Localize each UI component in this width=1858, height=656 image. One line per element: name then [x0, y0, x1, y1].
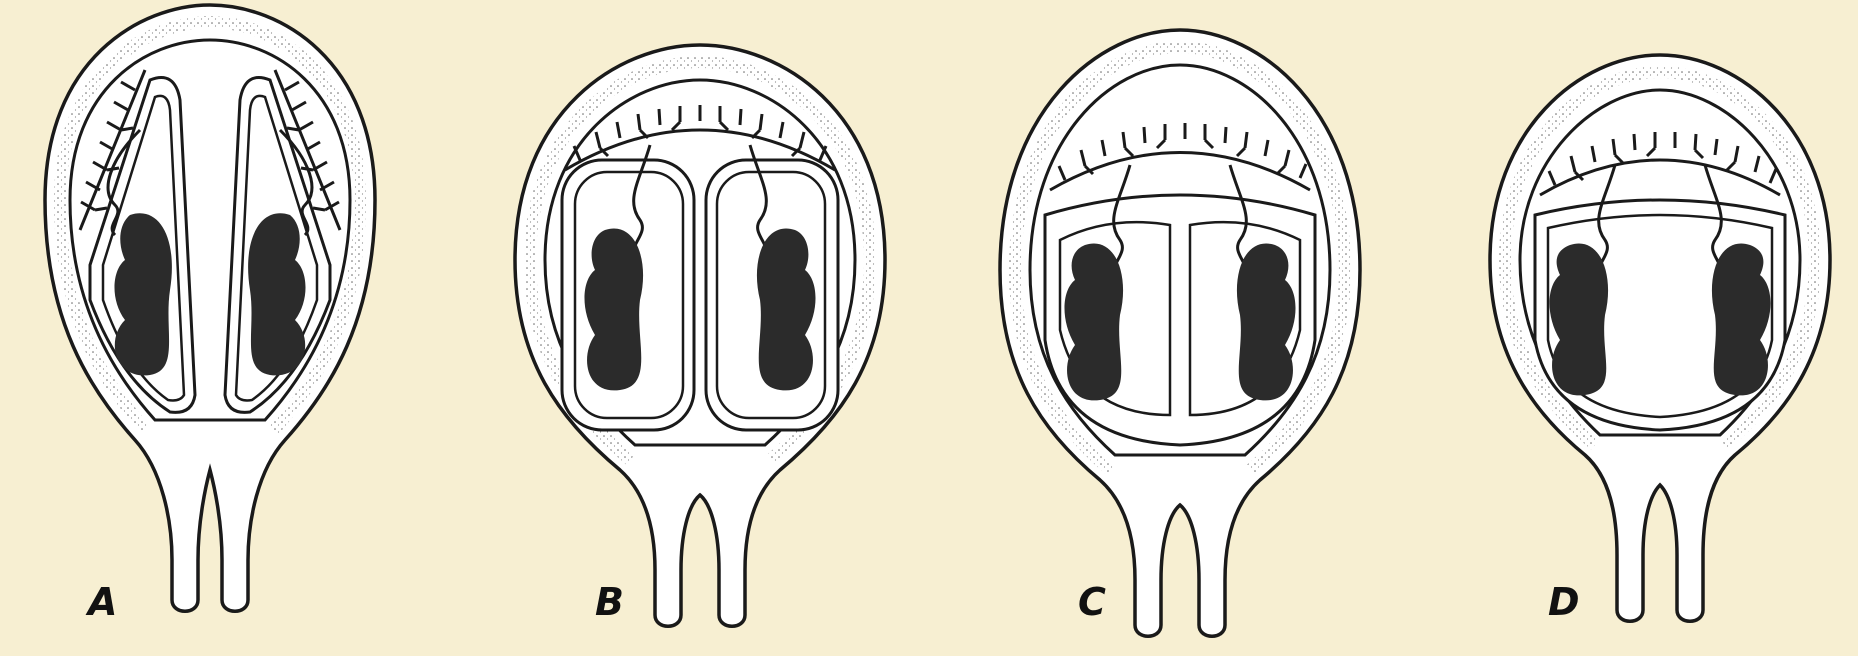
panel-label-b: B	[595, 580, 624, 624]
fetus-right	[757, 228, 816, 390]
panel-label-c: C	[1078, 580, 1106, 624]
fetus-right	[248, 213, 305, 375]
panel-d: D	[1490, 55, 1830, 624]
panel-a: A	[45, 5, 375, 624]
fetus-left	[114, 213, 171, 375]
panel-label-d: D	[1548, 580, 1580, 624]
fetus-right	[1712, 243, 1771, 395]
panel-b: B	[515, 45, 885, 626]
panel-label-a: A	[85, 580, 117, 624]
right-sac	[706, 145, 838, 430]
fetus-left	[584, 228, 643, 390]
fetus-right	[1237, 243, 1296, 400]
panel-c: C	[1000, 30, 1360, 636]
left-sac	[562, 145, 694, 430]
fetus-left	[1064, 243, 1123, 400]
fetus-left	[1549, 243, 1608, 395]
